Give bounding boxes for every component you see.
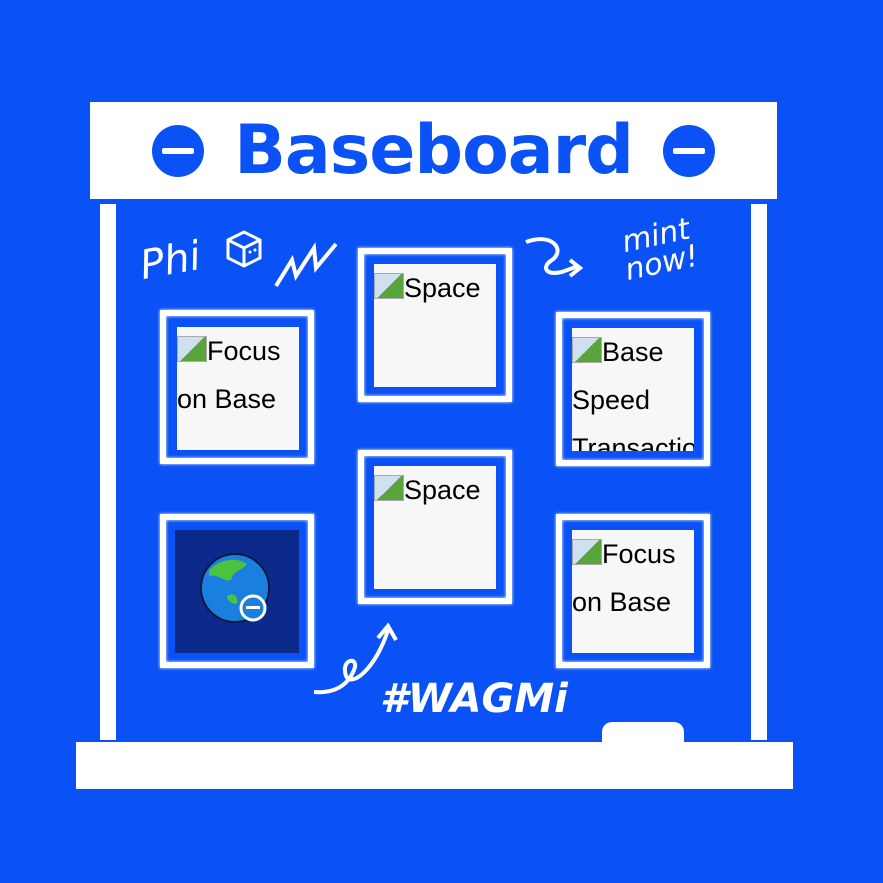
minus-circle-icon [662, 124, 715, 177]
doodle-phi: Phi [136, 233, 205, 289]
board-title: Baseboard [234, 111, 634, 190]
board-post-left [100, 204, 116, 740]
tile-image[interactable]: Focus on Base [177, 327, 299, 450]
tile-frame[interactable] [556, 514, 710, 668]
board-post-right [751, 204, 767, 740]
tile-frame[interactable] [556, 312, 710, 466]
loop-arrow-icon [313, 622, 398, 695]
board-header: Baseboard [90, 102, 777, 199]
broken-image-icon [177, 336, 207, 362]
broken-image-icon [572, 539, 602, 565]
tile-image[interactable]: Focus on Base [572, 530, 694, 653]
zigzag-doodle-icon [274, 242, 338, 288]
tile-alt-text: Focus on Base [572, 539, 676, 617]
globe-tile-image[interactable] [175, 530, 299, 653]
tile-alt-text: Space [404, 475, 481, 505]
tile-frame[interactable] [160, 310, 314, 464]
tile-alt-text: Base Speed Transaction [572, 337, 694, 451]
globe-icon [200, 553, 270, 623]
tile-frame[interactable] [160, 514, 314, 668]
doodle-mint-now: mint now! [617, 212, 702, 288]
tile-image[interactable]: Space [374, 264, 496, 387]
minus-circle-icon [152, 124, 205, 177]
broken-image-icon [572, 337, 602, 363]
curly-arrow-icon [525, 237, 584, 278]
board-shelf [76, 742, 793, 789]
cube-icon [226, 230, 262, 268]
tile-alt-text: Space [404, 273, 481, 303]
tile-alt-text: Focus on Base [177, 336, 281, 414]
chalk-eraser [602, 722, 684, 742]
tile-image[interactable]: Space [374, 466, 496, 589]
broken-image-icon [374, 475, 404, 501]
doodle-wagmi: #WAGMi [380, 676, 568, 722]
tile-image[interactable]: Base Speed Transaction [572, 328, 694, 451]
broken-image-icon [374, 273, 404, 299]
tile-frame[interactable] [358, 450, 512, 604]
tile-frame[interactable] [358, 248, 512, 402]
